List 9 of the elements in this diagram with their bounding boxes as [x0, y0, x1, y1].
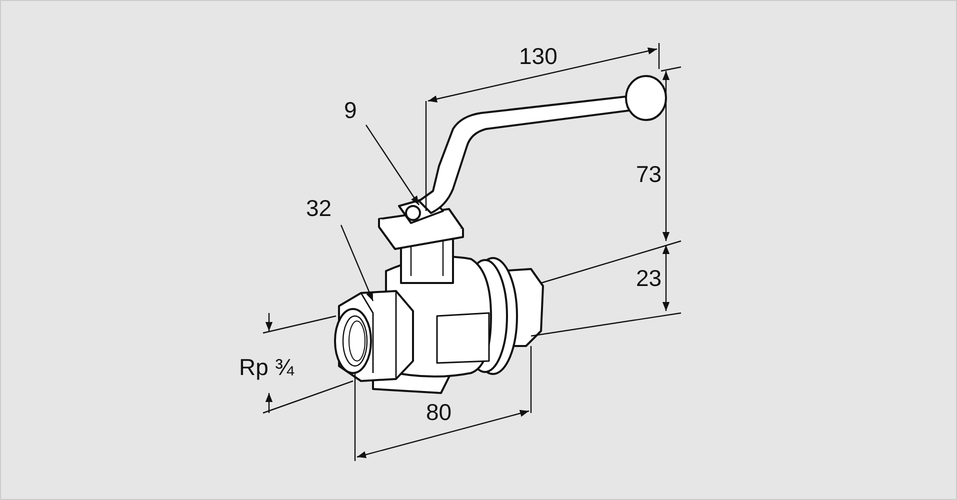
dimension-label: 130 [519, 45, 558, 68]
leader-line [366, 124, 420, 206]
dimension-label: 23 [636, 267, 662, 290]
leader-line [340, 224, 374, 302]
dimension-label: 73 [636, 163, 662, 186]
dimension-label: Rp ¾ [239, 356, 294, 379]
dimension-label: 80 [426, 401, 452, 424]
callout-number: 32 [306, 197, 332, 220]
callout-number: 9 [344, 99, 357, 122]
